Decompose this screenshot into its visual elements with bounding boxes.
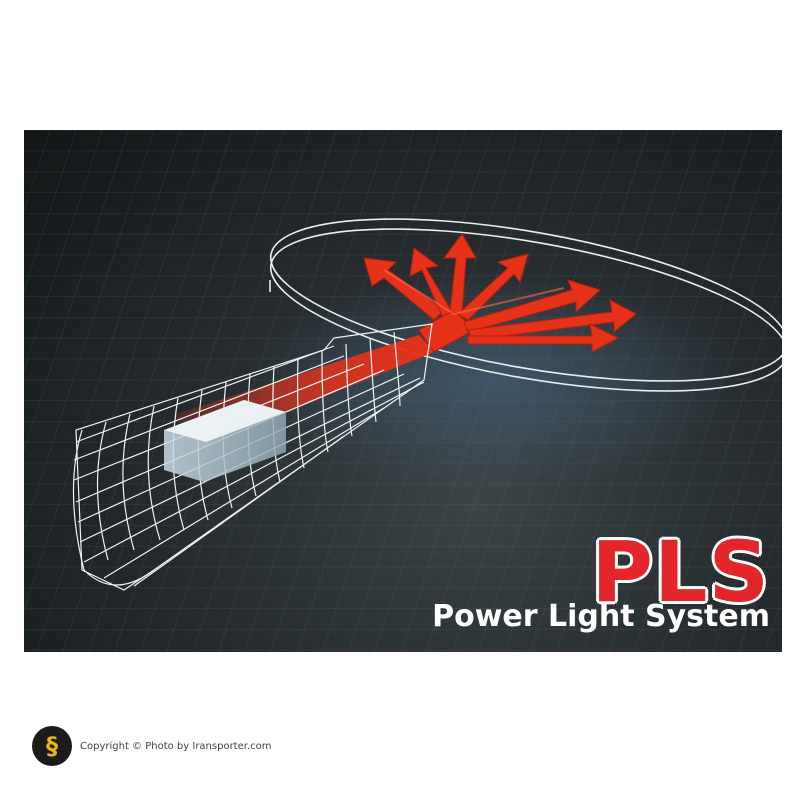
copyright-footer: § Copyright © Photo by Iransporter.com [32,724,271,768]
product-banner: PLS Power Light System [24,130,782,652]
pls-subtitle: Power Light System [432,599,770,634]
pls-title: PLS [591,523,770,621]
handle-core [164,400,286,482]
copyright-text: Copyright © Photo by Iransporter.com [80,740,272,752]
paddle-illustration [24,130,782,652]
iransporter-logo-icon: § [32,726,72,766]
red-arrows-icon [363,233,637,353]
paddle-blade [269,218,782,392]
